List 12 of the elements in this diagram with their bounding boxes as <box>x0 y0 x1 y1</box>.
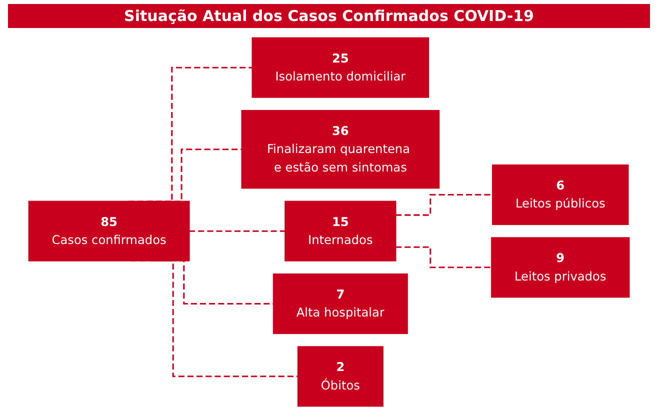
node-box: 9 Leitos privados <box>491 237 630 298</box>
title-banner: Situação Atual dos Casos Confirmados COVID-19 <box>8 4 650 28</box>
node-box: 2 Óbitos <box>297 346 384 407</box>
node-box: 15 Internados <box>284 200 396 262</box>
connector <box>395 246 492 268</box>
node-box: 36 Finalizaram quarentena e estão sem sintomas <box>241 110 440 189</box>
node-box: 85 Casos confirmados <box>28 200 190 262</box>
node-box: 6 Leitos públicos <box>492 164 629 226</box>
node-box: 25 Isolamento domiciliar <box>252 37 430 98</box>
connector <box>395 194 493 216</box>
connector <box>189 230 286 232</box>
node-box: 7 Alta hospitalar <box>272 273 408 334</box>
